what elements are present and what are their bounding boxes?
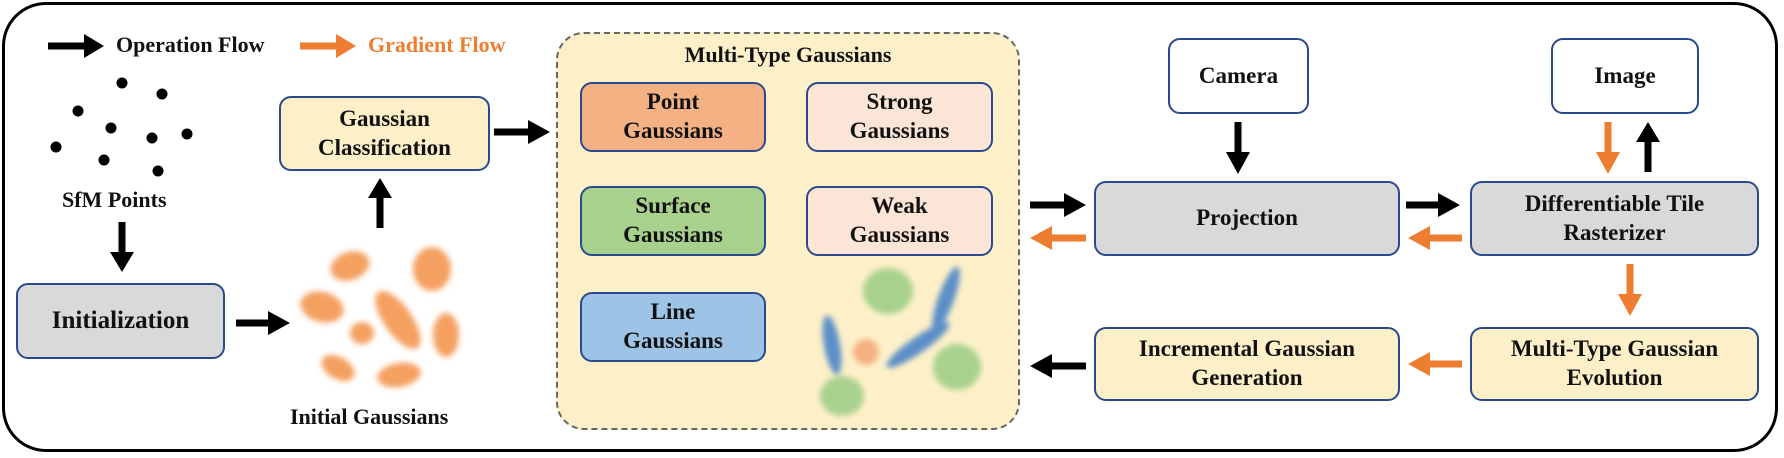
initial-gaussians-label: Initial Gaussians <box>290 404 449 429</box>
multi-type-gaussians-icon <box>820 266 981 416</box>
arrow-camera-to-projection <box>1226 122 1250 174</box>
gradient-arrow-rasterizer-to-evolution <box>1618 264 1642 316</box>
gradient-arrow-image-to-rasterizer <box>1596 122 1620 174</box>
gradient-arrow-projection-to-multitype <box>1030 226 1086 250</box>
diagram-frame <box>2 2 1778 452</box>
arrow-classification-to-multitype <box>494 120 550 144</box>
evolution-box: Multi-Type Gaussian Evolution <box>1470 327 1759 401</box>
rasterizer-box: Differentiable Tile Rasterizer <box>1470 181 1759 256</box>
arrow-init-to-gaussians <box>236 311 290 335</box>
legend-operation-flow: Operation Flow <box>116 32 265 57</box>
arrow-projection-to-rasterizer <box>1406 193 1460 217</box>
camera-box: Camera <box>1168 38 1309 114</box>
legend-gradient-arrow-icon <box>300 34 356 58</box>
strong-gaussians-box: Strong Gaussians <box>806 82 993 152</box>
legend-gradient-flow: Gradient Flow <box>368 32 506 57</box>
weak-gaussians-box: Weak Gaussians <box>806 186 993 256</box>
sfm-points-label: SfM Points <box>62 187 167 212</box>
gaussian-classification-box: Gaussian Classification <box>279 96 490 171</box>
point-gaussians-box: Point Gaussians <box>580 82 766 152</box>
projection-box: Projection <box>1094 181 1400 256</box>
arrow-generation-to-multitype <box>1030 354 1086 378</box>
arrow-sfm-to-init <box>110 222 134 272</box>
initialization-box: Initialization <box>16 283 225 359</box>
multi-type-title: Multi-Type Gaussians <box>684 42 892 67</box>
arrow-multitype-to-projection <box>1030 193 1086 217</box>
arrow-gaussians-to-classification <box>368 178 392 228</box>
image-box: Image <box>1551 38 1699 114</box>
sfm-points-icon <box>50 77 193 177</box>
legend-operation-arrow-icon <box>48 34 104 58</box>
gradient-arrow-evolution-to-generation <box>1408 352 1462 376</box>
gradient-arrow-rasterizer-to-projection <box>1408 226 1462 250</box>
initial-gaussians-icon <box>300 247 459 388</box>
arrow-rasterizer-to-image <box>1636 122 1660 172</box>
generation-box: Incremental Gaussian Generation <box>1094 327 1400 401</box>
line-gaussians-box: Line Gaussians <box>580 292 766 362</box>
surface-gaussians-box: Surface Gaussians <box>580 186 766 256</box>
